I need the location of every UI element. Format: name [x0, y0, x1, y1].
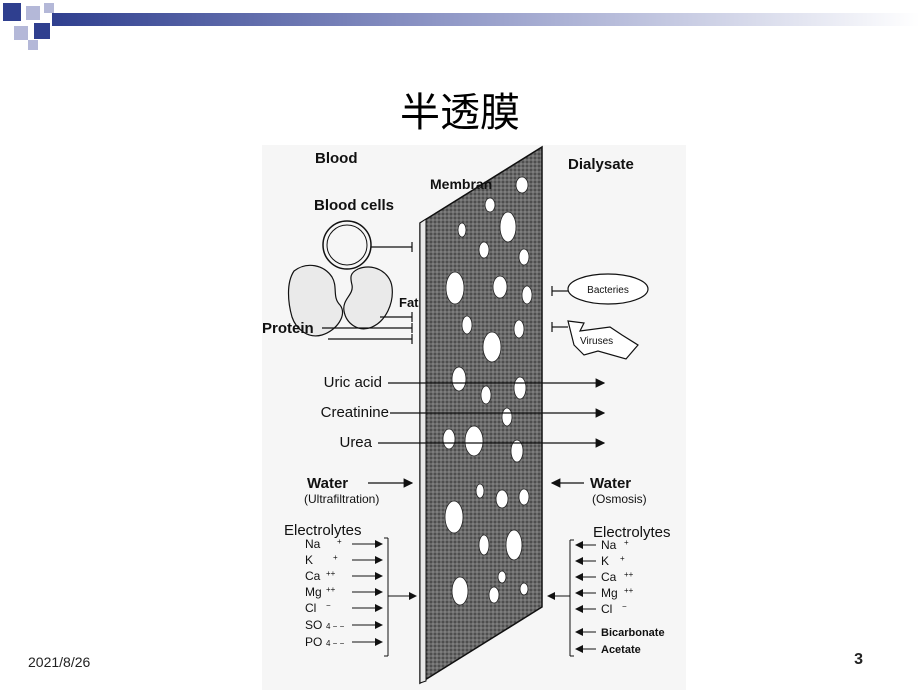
water-right-sub: (Osmosis) [592, 492, 647, 506]
blood-label: Blood [315, 150, 358, 167]
electrolyte-left-charge: ++ [326, 569, 336, 578]
electrolyte-right-charge: ++ [624, 570, 634, 579]
electrolyte-right-charge: + [620, 554, 625, 563]
electrolyte-left-charge: ++ [326, 585, 336, 594]
page-number: 3 [854, 651, 863, 668]
bacteria-label: Bacteries [587, 285, 629, 296]
protein-blob-icon [287, 264, 344, 337]
viruses-label: Viruses [580, 336, 613, 347]
diagram-svg: Blood Dialysate Membran Blood cells Fat … [262, 145, 686, 690]
electrolyte-right-ion: Acetate [601, 644, 641, 656]
electrolyte-left-ion: SO [305, 618, 322, 632]
electrolyte-right-ion: Cl [601, 602, 612, 616]
electrolytes-left-title: Electrolytes [284, 522, 362, 539]
deco-square [44, 3, 54, 13]
electrolytes-left-list: Na + K + Ca ++ Mg ++ Cl − SO 4 − − PO 4 … [305, 537, 345, 649]
electrolyte-left-ion: Cl [305, 601, 316, 615]
electrolytes-right-arrows [547, 539, 596, 657]
solute-label-creatinine: Creatinine [321, 404, 389, 421]
deco-square [14, 26, 28, 40]
deco-square [28, 40, 38, 50]
dialysate-label: Dialysate [568, 156, 634, 173]
solute-label-urea: Urea [339, 434, 372, 451]
water-right-label: Water [590, 475, 631, 492]
electrolytes-left-arrows [352, 537, 417, 657]
deco-square [34, 23, 50, 39]
protein-label: Protein [262, 320, 314, 337]
footer-date: 2021/8/26 [28, 654, 91, 670]
blood-cells-label: Blood cells [314, 197, 394, 214]
electrolyte-left-ion: Na [305, 537, 321, 551]
fat-label: Fat [399, 295, 419, 310]
membrane-sheet [419, 145, 543, 685]
electrolyte-left-ion: PO [305, 635, 322, 649]
membrane-label: Membran [430, 176, 492, 192]
electrolyte-left-charge: 4 − − [326, 622, 345, 631]
electrolyte-right-ion: Mg [601, 586, 618, 600]
slide-corner-decoration [3, 3, 920, 50]
electrolyte-left-charge: + [333, 553, 338, 562]
electrolyte-right-ion: Bicarbonate [601, 627, 665, 639]
electrolyte-right-charge: − [622, 602, 627, 611]
virus-icon [567, 320, 639, 360]
water-left-label: Water [307, 475, 348, 492]
electrolyte-right-ion: Na [601, 538, 617, 552]
electrolyte-left-ion: Mg [305, 585, 322, 599]
electrolyte-left-charge: + [337, 537, 342, 546]
deco-square [3, 3, 21, 21]
electrolyte-left-ion: Ca [305, 569, 321, 583]
electrolyte-left-charge: 4 − − [326, 639, 345, 648]
slide-title: 半透膜 [400, 90, 520, 136]
membrane-edge [419, 218, 427, 684]
title-bar-gradient [52, 13, 920, 26]
fat-blob-icon [343, 266, 393, 330]
electrolytes-right-list: Na + K + Ca ++ Mg ++ Cl − Bicarbonate Ac… [601, 538, 665, 656]
deco-square [26, 6, 40, 20]
water-left-sub: (Ultrafiltration) [304, 492, 379, 506]
dialysis-membrane-diagram: Blood Dialysate Membran Blood cells Fat … [262, 145, 686, 690]
electrolyte-right-ion: K [601, 554, 609, 568]
blood-cell-icon [322, 220, 372, 270]
electrolytes-right-title: Electrolytes [593, 524, 671, 541]
electrolyte-left-ion: K [305, 553, 313, 567]
bacteria-icon [567, 273, 649, 305]
membrane-pores [442, 176, 533, 606]
electrolyte-right-charge: ++ [624, 586, 634, 595]
solute-label-uric-acid: Uric acid [324, 374, 382, 391]
electrolyte-right-charge: + [624, 538, 629, 547]
electrolyte-right-ion: Ca [601, 570, 617, 584]
electrolyte-left-charge: − [326, 601, 331, 610]
